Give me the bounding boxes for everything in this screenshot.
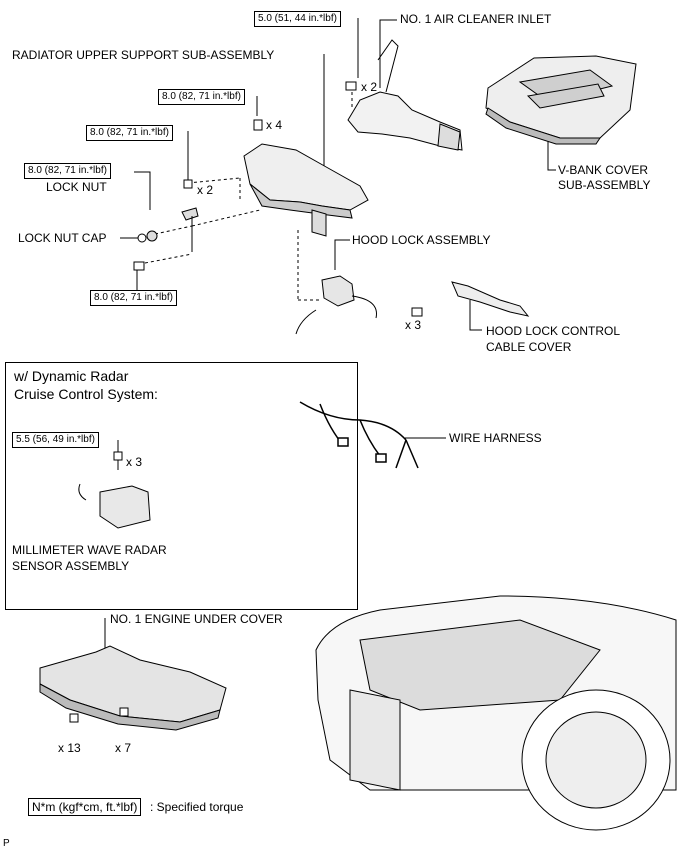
wire-harness bbox=[299, 401, 419, 469]
label-lock-nut: LOCK NUT bbox=[46, 180, 107, 194]
corner-mark: P bbox=[3, 838, 10, 849]
torque-support-top: 8.0 (82, 71 in.*lbf) bbox=[158, 89, 245, 105]
qty-support-mid: x 2 bbox=[197, 183, 214, 197]
label-radar-line2: SENSOR ASSEMBLY bbox=[12, 559, 130, 573]
hood-lock-assembly bbox=[295, 275, 377, 335]
label-hood-lock: HOOD LOCK ASSEMBLY bbox=[352, 233, 491, 247]
label-under-cover: NO. 1 ENGINE UNDER COVER bbox=[110, 612, 283, 626]
engine-under-cover bbox=[39, 645, 227, 731]
radar-sensor bbox=[78, 451, 151, 529]
legend-unit-box: N*m (kgf*cm, ft.*lbf) bbox=[28, 798, 142, 816]
qty-air-cleaner: x 2 bbox=[361, 80, 378, 94]
cable-cover bbox=[411, 281, 530, 317]
label-cable-cover-line1: HOOD LOCK CONTROL bbox=[486, 324, 621, 338]
label-cable-cover-line2: CABLE COVER bbox=[486, 340, 572, 354]
label-vbank-line1: V-BANK COVER bbox=[558, 163, 649, 177]
label-lock-nut-cap: LOCK NUT CAP bbox=[18, 231, 107, 245]
torque-radar: 5.5 (56, 49 in.*lbf) bbox=[12, 432, 99, 448]
qty-under-7: x 7 bbox=[115, 741, 132, 755]
lock-nut-parts bbox=[133, 179, 199, 271]
qty-cable-cover: x 3 bbox=[405, 318, 422, 332]
torque-support-mid: 8.0 (82, 71 in.*lbf) bbox=[86, 125, 173, 141]
legend-text: : Specified torque bbox=[150, 800, 244, 814]
label-wire-harness: WIRE HARNESS bbox=[449, 431, 542, 445]
inset-title-line1: w/ Dynamic Radar bbox=[14, 368, 129, 384]
radar-inset-box: w/ Dynamic Radar Cruise Control System: bbox=[5, 362, 358, 610]
qty-support-top: x 4 bbox=[266, 118, 283, 132]
label-air-cleaner-inlet: NO. 1 AIR CLEANER INLET bbox=[400, 12, 552, 26]
dashed-guides bbox=[144, 92, 353, 301]
label-radiator-support: RADIATOR UPPER SUPPORT SUB-ASSEMBLY bbox=[12, 48, 275, 62]
torque-air-cleaner: 5.0 (51, 44 in.*lbf) bbox=[254, 11, 341, 27]
label-vbank-line2: SUB-ASSEMBLY bbox=[558, 178, 651, 192]
radiator-upper-support bbox=[243, 119, 369, 237]
leader-lines bbox=[104, 18, 556, 650]
air-cleaner-inlet bbox=[345, 39, 463, 151]
inset-title-line2: Cruise Control System: bbox=[14, 386, 158, 402]
vehicle-front bbox=[315, 595, 677, 831]
qty-radar: x 3 bbox=[126, 455, 143, 469]
torque-lock-nut: 8.0 (82, 71 in.*lbf) bbox=[24, 163, 111, 179]
torque-lower-bolt: 8.0 (82, 71 in.*lbf) bbox=[90, 290, 177, 306]
inset-title: w/ Dynamic Radar Cruise Control System: bbox=[14, 367, 158, 403]
label-radar-line1: MILLIMETER WAVE RADAR bbox=[12, 543, 167, 557]
qty-under-13: x 13 bbox=[58, 741, 81, 755]
v-bank-cover bbox=[485, 55, 637, 145]
